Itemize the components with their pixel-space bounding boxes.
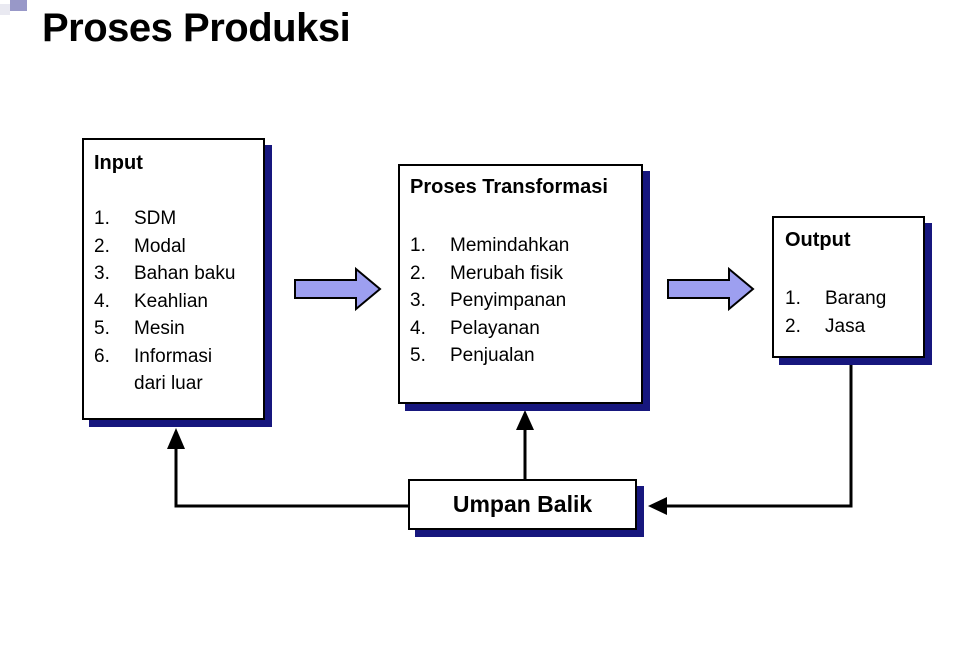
- list-item-label: Memindahkan: [450, 235, 570, 256]
- block-arrow-process-to-output: [667, 266, 755, 312]
- input-box: Input 1. SDM 2. Modal 3. Bahan baku 4. Keahlian…: [82, 138, 265, 420]
- list-item-number: 5.: [94, 318, 110, 339]
- list-item-label: Barang: [825, 288, 887, 309]
- list-item-label: Penjualan: [450, 345, 535, 366]
- list-item-label: Pelayanan: [450, 317, 540, 339]
- input-list: 1. SDM 2. Modal 3. Bahan baku 4. Keahlian 5. Mesi…: [94, 205, 263, 398]
- process-list: 1. Memindahkan 2. Merubah fisik 3. Penyimpana…: [410, 232, 641, 370]
- list-item-number: 4.: [94, 290, 110, 312]
- list-item-label: Jasa: [825, 315, 866, 337]
- list-item-label: Merubah fisik: [450, 262, 563, 284]
- output-box-title: Output: [785, 229, 851, 251]
- list-item: 4. Keahlian: [94, 288, 263, 316]
- page-title: Proses Produksi: [42, 6, 351, 50]
- list-item: 5. Mesin: [94, 315, 263, 343]
- block-arrow-input-to-process: [294, 266, 382, 312]
- list-item-number: 1.: [94, 208, 110, 229]
- list-item-label: Modal: [134, 235, 186, 257]
- process-box-title: Proses Transformasi: [410, 176, 608, 198]
- feedback-line-to-input: [174, 446, 408, 508]
- list-item-number: 1.: [785, 288, 801, 309]
- process-box: Proses Transformasi 1. Memindahkan 2. Merub…: [398, 164, 643, 404]
- list-item-number: 4.: [410, 317, 426, 339]
- list-item: 2. Modal: [94, 233, 263, 261]
- input-box-title: Input: [94, 152, 143, 174]
- list-item: 5. Penjualan: [410, 342, 641, 370]
- list-item-label: Informasi dari luar: [134, 345, 213, 395]
- list-item-label: SDM: [134, 208, 177, 229]
- list-item-number: 5.: [410, 345, 426, 366]
- list-item-label: Mesin: [134, 318, 185, 339]
- list-item-number: 3.: [94, 263, 110, 284]
- list-item-number: 2.: [785, 315, 801, 337]
- list-item-number: 2.: [94, 235, 110, 257]
- feedback-line-from-output: [666, 360, 853, 508]
- list-item-number: 3.: [410, 290, 426, 311]
- arrowhead-up-process-icon: [516, 410, 534, 430]
- list-item-number: 2.: [410, 262, 426, 284]
- output-list: 1. Barang 2. Jasa: [785, 285, 923, 340]
- list-item: 3. Penyimpanan: [410, 287, 641, 315]
- feedback-box-title: Umpan Balik: [452, 491, 593, 517]
- decor-square-purple: [10, 0, 27, 11]
- list-item-number: 1.: [410, 235, 426, 256]
- arrowhead-up-input-icon: [167, 428, 185, 449]
- list-item: 4. Pelayanan: [410, 315, 641, 343]
- list-item-number: 6.: [94, 345, 110, 367]
- output-box: Output 1. Barang 2. Jasa: [772, 216, 925, 358]
- arrowhead-left-feedback-icon: [648, 497, 667, 515]
- list-item: 2. Jasa: [785, 313, 923, 341]
- list-item: 1. Barang: [785, 285, 923, 313]
- list-item: 1. Memindahkan: [410, 232, 641, 260]
- feedback-box: Umpan Balik: [408, 479, 637, 530]
- list-item: 1. SDM: [94, 205, 263, 233]
- list-item: 3. Bahan baku: [94, 260, 263, 288]
- list-item: 6. Informasi dari luar: [94, 343, 263, 398]
- decor-square-light: [0, 4, 10, 15]
- list-item-label: Bahan baku: [134, 263, 236, 284]
- list-item-label: Keahlian: [134, 290, 208, 312]
- list-item-label: Penyimpanan: [450, 290, 567, 311]
- list-item: 2. Merubah fisik: [410, 260, 641, 288]
